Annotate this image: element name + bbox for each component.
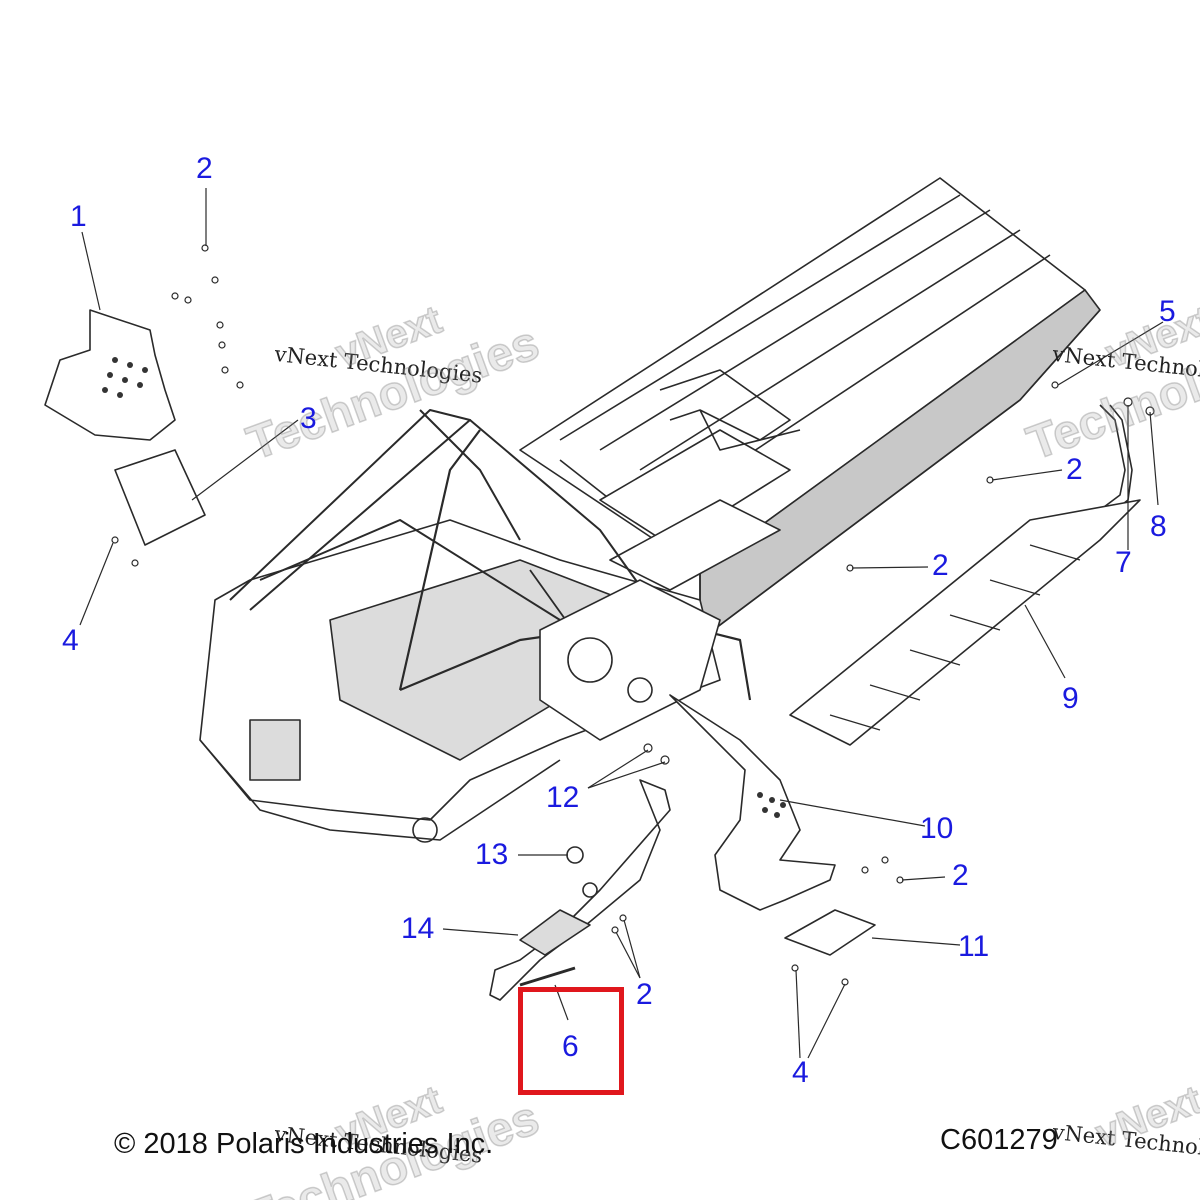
part-14-shroud (489, 779, 671, 1001)
callout-3: 3 (300, 402, 317, 435)
callout-6: 6 (562, 1030, 579, 1063)
figure-code: C601279 (940, 1124, 1058, 1156)
callout-2: 2 (196, 152, 213, 185)
callout-2: 2 (952, 859, 969, 892)
callout-13: 13 (475, 838, 509, 871)
part-11-plate (784, 909, 876, 956)
callout-5: 5 (1159, 295, 1176, 328)
callout-4: 4 (62, 624, 79, 657)
callout-2: 2 (1066, 453, 1083, 486)
callout-2: 2 (932, 549, 949, 582)
callout-9: 9 (1062, 682, 1079, 715)
part-6-strip (519, 966, 576, 987)
callout-4: 4 (792, 1056, 809, 1089)
fasteners (111, 244, 1155, 986)
callout-8: 8 (1150, 510, 1167, 543)
leader-lines (79, 188, 1164, 1059)
callout-7: 7 (1115, 546, 1132, 579)
highlight-box (518, 987, 624, 1095)
callout-11: 11 (958, 930, 990, 963)
part-3-plate (114, 449, 206, 546)
copyright-text: © 2018 Polaris Industries Inc. (114, 1128, 494, 1160)
callout-2: 2 (636, 978, 653, 1011)
callout-12: 12 (546, 781, 580, 814)
part-10-shroud (669, 694, 836, 911)
part-13-mount (566, 846, 584, 864)
callout-1: 1 (70, 200, 87, 233)
callout-14: 14 (401, 912, 435, 945)
callout-10: 10 (920, 812, 954, 845)
part-9-running-board (789, 499, 1141, 746)
